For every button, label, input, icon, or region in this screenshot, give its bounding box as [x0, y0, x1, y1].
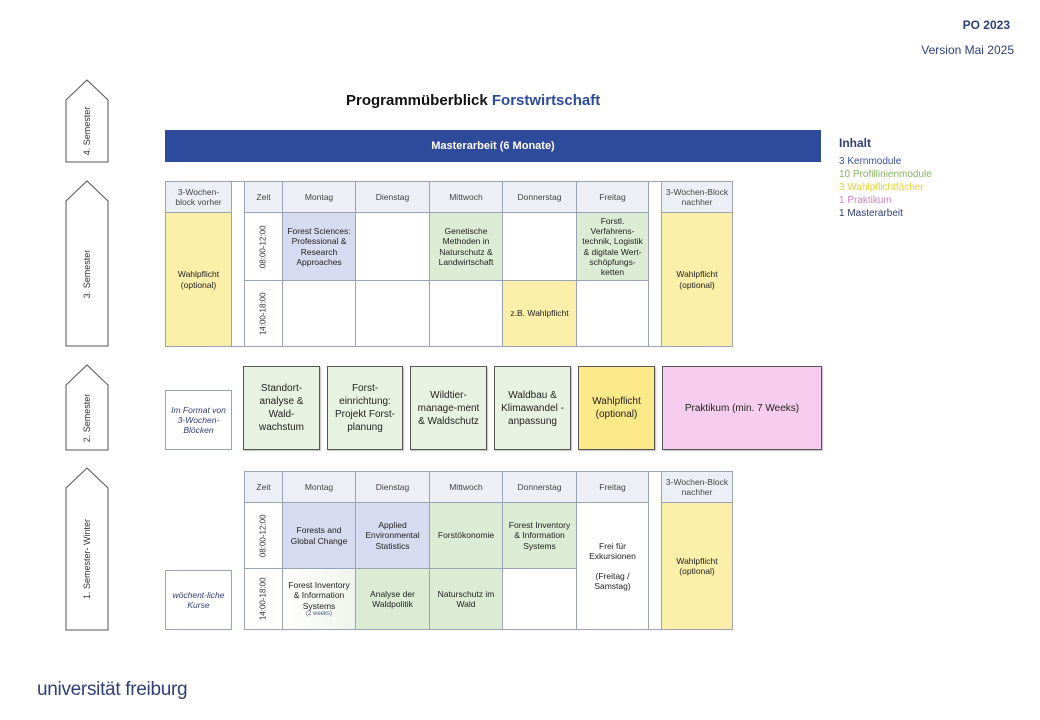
legend-profile: 10 Profillinienmodule [839, 169, 932, 180]
sem3-time-afternoon: 14:00-18:00 [244, 280, 283, 347]
sem1-tue-afternoon: Analyse der Waldpolitik [355, 568, 430, 630]
legend-elective: 3 Wahlpflichtfächer [839, 182, 924, 193]
sem2-module-forsteinrichtung: Forst-einrichtung: Projekt Forst-planung [327, 366, 403, 450]
sem3-block-before-header: 3-Wochen-block vorher [165, 181, 232, 213]
sem1-header-montag: Montag [282, 471, 356, 503]
semester-4-label: 4. Semester [82, 106, 92, 156]
sem1-mon-afternoon-title: Forest Inventory & Information Systems [288, 580, 350, 611]
sem1-thu-afternoon [502, 568, 577, 630]
sem1-thu-morning: Forest Inventory & Information Systems [502, 502, 577, 569]
sem1-friday-note: (Freitag / Samstag) [594, 570, 631, 591]
sem1-wed-morning: Forstökonomie [429, 502, 503, 569]
po-label: PO 2023 [962, 18, 1010, 32]
sem3-fri-afternoon [576, 280, 649, 347]
sem3-thu-morning [502, 212, 577, 281]
sem3-fri-morning: Forstl. Verfahrens-technik, Logistik & d… [576, 212, 649, 281]
title-prefix: Programmüberblick [346, 92, 488, 109]
legend-core: 3 Kernmodule [839, 156, 902, 167]
sem2-module-wahlpflicht: Wahlpflicht (optional) [578, 366, 655, 450]
legend-internship: 1 Praktikum [839, 195, 892, 206]
legend-heading: Inhalt [839, 136, 871, 150]
sem3-header-donnerstag: Donnerstag [502, 181, 577, 213]
title-highlight: Forstwirtschaft [491, 92, 601, 109]
sem1-block-after-body: Wahlpflicht (optional) [661, 502, 733, 630]
sem3-tue-afternoon [355, 280, 430, 347]
sem2-module-wildtiermanagement: Wildtier-manage-ment & Waldschutz [410, 366, 487, 450]
sem1-header-donnerstag: Donnerstag [502, 471, 577, 503]
sem1-spacer-right [648, 471, 662, 630]
sem3-block-after-body: Wahlpflicht (optional) [661, 212, 733, 347]
sem1-time-morning: 08:00-12:00 [244, 502, 283, 569]
sem1-header-mittwoch: Mittwoch [429, 471, 503, 503]
sem3-spacer-right [648, 181, 662, 347]
semester-1-label: 1. Semester- Winter [82, 518, 92, 600]
version-label: Version Mai 2025 [921, 43, 1014, 57]
sem2-format-note: Im Format von 3-Wochen-Blöcken [165, 390, 232, 450]
sem1-header-freitag: Freitag [576, 471, 649, 503]
sem1-tue-morning: Applied Environmental Statistics [355, 502, 430, 569]
university-logo: universität freiburg [37, 679, 188, 700]
sem3-header-mittwoch: Mittwoch [429, 181, 503, 213]
sem3-wed-morning: Genetische Methoden in Naturschutz & Lan… [429, 212, 503, 281]
sem1-mon-afternoon-note: (2 weeks) [305, 610, 332, 617]
sem3-time-morning: 08:00-12:00 [244, 212, 283, 281]
sem1-friday-title: Frei für Exkursionen [589, 541, 636, 562]
sem3-block-after-header: 3-Wochen-Block nachher [661, 181, 733, 213]
sem1-weekly-note: wöchent-liche Kurse [165, 570, 232, 630]
sem3-header-dienstag: Dienstag [355, 181, 430, 213]
semester-2-label: 2. Semester [82, 393, 92, 442]
sem3-header-freitag: Freitag [576, 181, 649, 213]
legend-thesis: 1 Masterarbeit [839, 208, 903, 219]
sem3-header-zeit: Zeit [244, 181, 283, 213]
semester-arrows [65, 79, 109, 631]
sem2-module-waldbau: Waldbau & Klimawandel -anpassung [494, 366, 571, 450]
sem3-wed-afternoon [429, 280, 503, 347]
sem2-module-standortanalyse: Standort-analyse & Wald-wachstum [243, 366, 320, 450]
legend: Inhalt 3 Kernmodule 10 Profillinienmodul… [839, 136, 932, 220]
sem1-header-dienstag: Dienstag [355, 471, 430, 503]
sem3-thu-afternoon: z.B. Wahlpflicht [502, 280, 577, 347]
semester-3-label: 3. Semester [82, 249, 92, 298]
sem2-module-praktikum: Praktikum (min. 7 Weeks) [662, 366, 822, 450]
sem3-tue-morning [355, 212, 430, 281]
page-title: Programmüberblick Forstwirtschaft [346, 92, 600, 109]
sem1-time-afternoon: 14:00-18:00 [244, 568, 283, 630]
sem1-header-zeit: Zeit [244, 471, 283, 503]
sem1-block-after-header: 3-Wochen-Block nachher [661, 471, 733, 503]
masterarbeit-bar: Masterarbeit (6 Monate) [165, 130, 821, 162]
sem3-spacer-left [231, 181, 245, 347]
sem1-wed-afternoon: Naturschutz im Wald [429, 568, 503, 630]
sem3-mon-morning: Forest Sciences: Professional & Research… [282, 212, 356, 281]
sem3-block-before-body: Wahlpflicht (optional) [165, 212, 232, 347]
sem1-mon-afternoon: Forest Inventory & Information Systems (… [282, 568, 356, 630]
sem3-mon-afternoon [282, 280, 356, 347]
sem1-mon-morning: Forests and Global Change [282, 502, 356, 569]
sem3-header-montag: Montag [282, 181, 356, 213]
sem1-friday-excursions: Frei für Exkursionen (Freitag / Samstag) [576, 502, 649, 630]
